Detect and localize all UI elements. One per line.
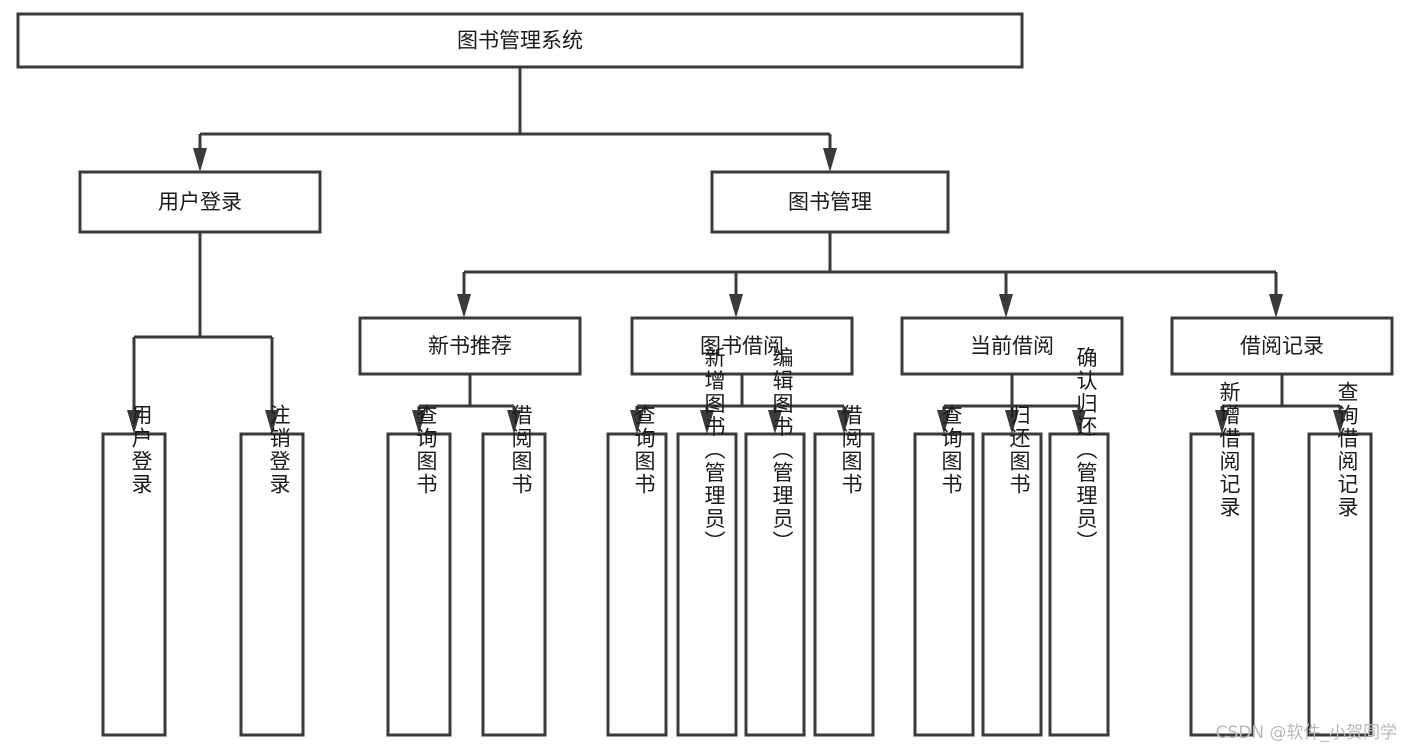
node-label: 新增图书（管理员） bbox=[702, 347, 726, 554]
arrow-head-icon bbox=[768, 410, 782, 434]
node-label: 新书推荐 bbox=[428, 334, 512, 358]
node-book-borrow[interactable]: 图书借阅 bbox=[630, 316, 854, 376]
node-new-book-recommend[interactable]: 新书推荐 bbox=[358, 316, 582, 376]
arrow-head-icon bbox=[700, 410, 714, 434]
node-label: 当前借阅 bbox=[970, 334, 1054, 358]
arrow-head-icon bbox=[937, 410, 951, 434]
node-box-leaf bbox=[1307, 432, 1373, 737]
node-label: 归还图书 bbox=[1007, 404, 1031, 496]
connector-group-root-to-level2 bbox=[193, 67, 837, 172]
arrow-head-icon bbox=[630, 410, 644, 434]
arrow-head-icon bbox=[1333, 410, 1347, 434]
csdn-watermark: CSDN @软件_小贺同学 bbox=[1215, 723, 1397, 743]
node-leaf-query-book-borrow[interactable]: 查询图书 bbox=[606, 404, 668, 737]
node-label: 图书管理系统 bbox=[457, 29, 583, 53]
node-box-level3 bbox=[900, 316, 1124, 376]
node-label: 借阅图书 bbox=[509, 404, 533, 496]
node-leaf-borrow-book-new[interactable]: 借阅图书 bbox=[481, 404, 547, 737]
node-label: 查询图书 bbox=[939, 404, 963, 496]
arrow-head-icon bbox=[1072, 410, 1086, 434]
arrow-head-icon bbox=[457, 294, 471, 318]
node-leaf-return-book[interactable]: 归还图书 bbox=[981, 404, 1043, 737]
node-label: 查询图书 bbox=[632, 404, 656, 496]
node-label: 借阅记录 bbox=[1240, 334, 1324, 358]
node-leaf-confirm-return-admin[interactable]: 确认归还（管理员） bbox=[1048, 347, 1110, 737]
node-label: 查询图书 bbox=[414, 404, 438, 496]
node-label: 注销登录 bbox=[267, 404, 291, 496]
arrow-head-icon bbox=[127, 410, 141, 434]
arrow-head-icon bbox=[412, 410, 426, 434]
arrow-head-icon bbox=[193, 148, 207, 172]
node-box-leaf bbox=[606, 432, 668, 737]
node-root[interactable]: 图书管理系统 bbox=[16, 12, 1024, 69]
arrow-head-icon bbox=[837, 410, 851, 434]
node-box-leaf bbox=[239, 432, 305, 737]
node-label: 借阅图书 bbox=[839, 404, 863, 496]
node-label: 图书借阅 bbox=[700, 334, 784, 358]
node-box-leaf bbox=[481, 432, 547, 737]
node-leaf-query-book-current[interactable]: 查询图书 bbox=[913, 404, 975, 737]
node-box-leaf bbox=[813, 432, 875, 737]
node-leaf-query-borrow-record[interactable]: 查询借阅记录 bbox=[1307, 381, 1373, 737]
node-box-level3 bbox=[1170, 316, 1394, 376]
connector-group-bookborrow-to-leaves bbox=[630, 374, 851, 434]
node-box-leaf bbox=[386, 432, 452, 737]
node-label: 图书管理 bbox=[788, 190, 872, 214]
node-box-root bbox=[16, 12, 1024, 69]
node-label: 用户登录 bbox=[158, 190, 242, 214]
arrow-head-icon bbox=[823, 148, 837, 172]
node-box-level3 bbox=[630, 316, 854, 376]
node-label: 查询借阅记录 bbox=[1335, 381, 1359, 519]
node-box-leaf bbox=[744, 432, 806, 737]
node-label: 确认归还（管理员） bbox=[1074, 347, 1098, 554]
node-label: 新增借阅记录 bbox=[1217, 381, 1241, 519]
node-leaf-add-book-admin[interactable]: 新增图书（管理员） bbox=[676, 347, 738, 737]
node-leaf-edit-book-admin[interactable]: 编辑图书（管理员） bbox=[744, 347, 806, 737]
node-box-level2 bbox=[78, 170, 322, 234]
node-current-borrow[interactable]: 当前借阅 bbox=[900, 316, 1124, 376]
connector-group-borrowrecord-to-leaves bbox=[1215, 374, 1347, 434]
node-leaf-add-borrow-record[interactable]: 新增借阅记录 bbox=[1189, 381, 1255, 737]
node-label: 用户登录 bbox=[129, 404, 153, 496]
arrow-head-icon bbox=[1269, 294, 1283, 318]
node-borrow-record[interactable]: 借阅记录 bbox=[1170, 316, 1394, 376]
arrow-head-icon bbox=[999, 294, 1013, 318]
node-box-level3 bbox=[358, 316, 582, 376]
node-box-leaf bbox=[981, 432, 1043, 737]
node-leaf-user-logout[interactable]: 注销登录 bbox=[239, 404, 305, 737]
node-box-leaf bbox=[676, 432, 738, 737]
node-box-leaf bbox=[1048, 432, 1110, 737]
node-box-leaf bbox=[1189, 432, 1255, 737]
node-box-level2 bbox=[710, 170, 950, 234]
arrow-head-icon bbox=[507, 410, 521, 434]
arrow-head-icon bbox=[1215, 410, 1229, 434]
node-leaf-borrow-book[interactable]: 借阅图书 bbox=[813, 404, 875, 737]
connector-group-newbook-to-leaves bbox=[412, 374, 521, 434]
connector-group-userlogin-to-leaves bbox=[127, 232, 279, 434]
node-box-leaf bbox=[101, 432, 167, 737]
node-label: 编辑图书（管理员） bbox=[770, 347, 794, 554]
node-book-manage[interactable]: 图书管理 bbox=[710, 170, 950, 234]
arrow-head-icon bbox=[265, 410, 279, 434]
node-leaf-query-book-new[interactable]: 查询图书 bbox=[386, 404, 452, 737]
connector-group-bookmanage-to-level3 bbox=[457, 232, 1283, 318]
connector-group-currentborrow-to-leaves bbox=[937, 374, 1086, 434]
node-user-login[interactable]: 用户登录 bbox=[78, 170, 322, 234]
node-leaf-user-login[interactable]: 用户登录 bbox=[101, 404, 167, 737]
node-box-leaf bbox=[913, 432, 975, 737]
arrow-head-icon bbox=[729, 294, 743, 318]
arrow-head-icon bbox=[1005, 410, 1019, 434]
